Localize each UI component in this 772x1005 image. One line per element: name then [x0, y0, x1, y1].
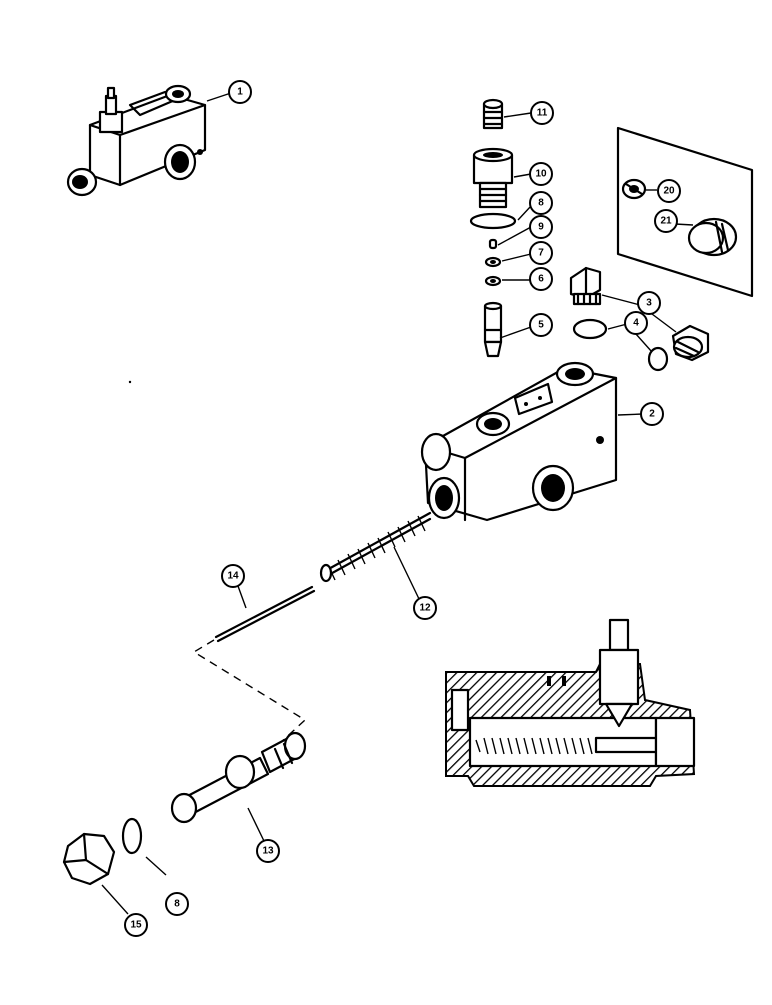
callout-14: 14 [221, 564, 245, 588]
part-8-o-ring-top [469, 212, 517, 230]
callout-5: 5 [529, 313, 553, 337]
part-3-plug-a [569, 266, 602, 306]
part-4-o-ring-a [572, 318, 608, 340]
callout-10: 10 [529, 162, 553, 186]
callout-8-top-label: 8 [538, 198, 544, 209]
callout-13: 13 [256, 839, 280, 863]
callout-1: 1 [228, 80, 252, 104]
part-3-plug-b [671, 324, 710, 362]
callout-15: 15 [124, 913, 148, 937]
part-4-o-ring-b [647, 346, 669, 372]
part-5-poppet [483, 301, 503, 358]
sectional-view [445, 618, 696, 787]
callout-9-label: 9 [538, 222, 544, 233]
callout-13-label: 13 [262, 846, 274, 857]
callout-4-label: 4 [633, 318, 639, 329]
part-7-washer [484, 256, 502, 268]
callout-12: 12 [413, 596, 437, 620]
callout-20: 20 [657, 179, 681, 203]
callout-5-label: 5 [538, 320, 544, 331]
pin-to-spool-dashed-link [192, 639, 307, 745]
callout-11: 11 [530, 101, 554, 125]
callout-4: 4 [624, 311, 648, 335]
callout-11-label: 11 [537, 108, 548, 119]
part-20-plug [621, 178, 647, 200]
part-8-o-ring-bottom [121, 817, 143, 855]
part-14-pin [214, 585, 316, 643]
leader-lines [101, 92, 694, 915]
inset-panel [616, 126, 754, 298]
callout-14-label: 14 [227, 571, 239, 582]
callout-12-label: 12 [419, 603, 431, 614]
part-10-fitting [472, 147, 514, 209]
callout-21-label: 21 [660, 216, 672, 227]
callout-7-label: 7 [538, 248, 544, 259]
callout-10-label: 10 [535, 169, 547, 180]
part-13-spool [170, 731, 307, 824]
callout-20-label: 20 [663, 186, 675, 197]
callout-2: 2 [640, 402, 664, 426]
callout-9: 9 [529, 215, 553, 239]
callout-8-bottom-label: 8 [174, 899, 180, 910]
callout-6: 6 [529, 267, 553, 291]
part-15-plug [62, 832, 116, 886]
valve-assembly-illustration [66, 84, 207, 197]
callout-2-label: 2 [649, 409, 655, 420]
part-11-stem [482, 98, 504, 130]
callout-8-bottom: 8 [165, 892, 189, 916]
callout-3: 3 [637, 291, 661, 315]
callout-3-label: 3 [646, 298, 652, 309]
callout-21: 21 [654, 209, 678, 233]
part-21-plug [687, 217, 738, 257]
stray-dot [128, 380, 132, 384]
part-6-washer [484, 275, 502, 287]
callout-8-top: 8 [529, 191, 553, 215]
part-9-ball [488, 238, 498, 250]
callout-6-label: 6 [538, 274, 544, 285]
callout-15-label: 15 [130, 920, 142, 931]
part-2-valve-body [420, 361, 618, 522]
callout-1-label: 1 [237, 87, 243, 98]
callout-7: 7 [529, 241, 553, 265]
part-12-spring [319, 511, 432, 583]
